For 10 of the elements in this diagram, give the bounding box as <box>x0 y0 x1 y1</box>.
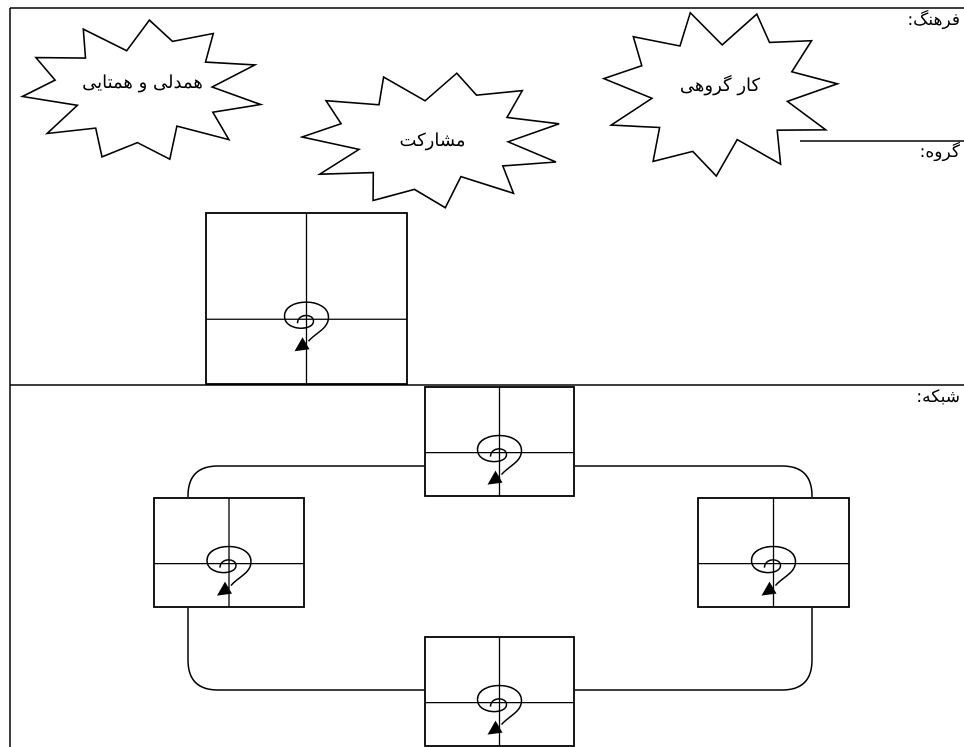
connector-line <box>187 608 424 691</box>
row-heading: شبکه: <box>916 387 960 407</box>
starburst-text: همدلی و همتایی <box>82 72 203 93</box>
row-heading: فرهنگ: <box>907 10 960 30</box>
starburst-text: مشارکت <box>399 130 466 150</box>
starburst-text: کار گروهی <box>680 74 760 96</box>
row-heading: گروه: <box>920 142 960 162</box>
connector-line <box>575 608 813 691</box>
connector-line <box>187 465 424 498</box>
connector-line <box>575 465 813 498</box>
